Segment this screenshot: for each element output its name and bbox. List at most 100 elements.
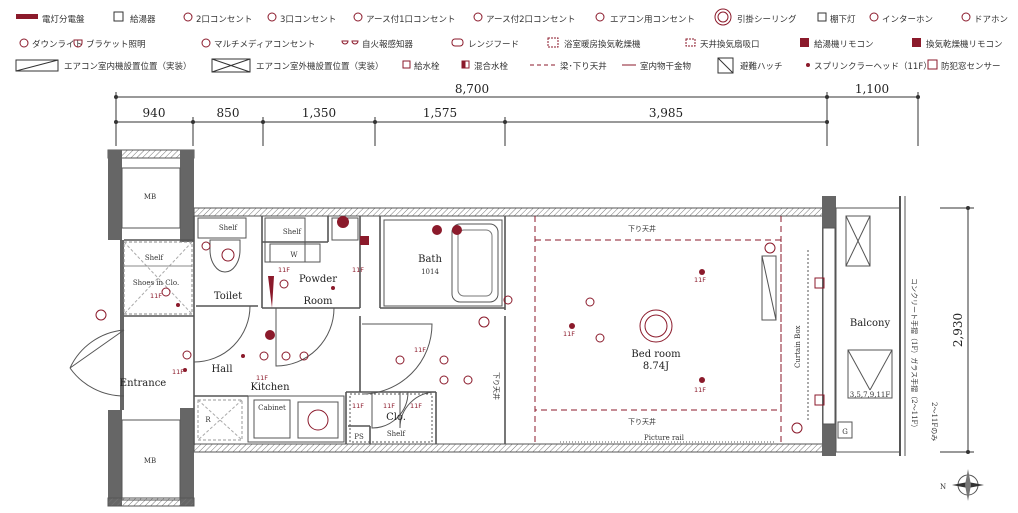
legend-row-1: 電灯分電盤 給湯器 2口コンセント 3口コンセント アース付1口コンセント アー… — [16, 8, 1008, 26]
earth-outlet-2-icon — [473, 12, 483, 22]
doorphone-icon — [95, 309, 107, 321]
downlight-icon — [19, 38, 29, 48]
floor-note: 11F — [383, 402, 395, 410]
floor-note: 11F — [410, 402, 422, 410]
wall-hatch-top — [193, 207, 827, 217]
dim-dot — [114, 120, 118, 124]
balcony-note: コンクリート手摺（1F）ガラス手摺（2〜11F） — [910, 278, 919, 431]
dim-dot — [503, 120, 507, 124]
escape-hatch — [847, 349, 893, 399]
heater-remote-icon — [800, 38, 809, 47]
closet-cross — [123, 241, 193, 315]
downlight-icon — [439, 375, 449, 385]
dropped-ceiling-label: 下り天井 — [628, 417, 656, 426]
legend-item: 給湯器 — [130, 14, 156, 25]
mb-box-top — [121, 167, 181, 229]
legend-item: ブラケット照明 — [86, 39, 146, 50]
outlet-icon — [432, 225, 442, 235]
intercom-icon — [478, 316, 490, 328]
downlight-icon — [279, 279, 289, 289]
dim-dot — [114, 95, 118, 99]
closet-door — [371, 391, 409, 429]
ceiling-hook-icon — [714, 8, 732, 26]
bath-dryer-icon — [547, 37, 559, 48]
downlight-icon — [439, 355, 449, 365]
toilet-door — [193, 305, 251, 363]
multimedia-outlet-icon — [201, 38, 211, 48]
downlight-icon — [259, 351, 269, 361]
dropped-ceiling-label: 下り天井 — [628, 224, 656, 233]
dim-total: 8,700 — [455, 82, 489, 96]
closet-door — [399, 391, 437, 429]
wall-hatch-bottom — [193, 443, 827, 453]
wall-solid — [180, 150, 194, 242]
curtain-box-label: Curtain Box — [794, 325, 802, 368]
window-sensor-icon — [927, 59, 938, 70]
legend-item: エアコン室外機設置位置（実装） — [256, 61, 384, 72]
bedroom-label: Bed room — [631, 349, 681, 360]
mb-box-bottom — [121, 419, 181, 501]
shoes-closet — [123, 241, 193, 315]
dropped-ceiling-vertical: 下り天井 — [492, 372, 501, 400]
legend-item: ドアホン — [974, 15, 1008, 25]
powder-shelf-label: Shelf — [283, 228, 303, 236]
kitchen-counter — [247, 395, 345, 443]
kitchen-label: Kitchen — [250, 382, 290, 393]
dropped-ceiling-outline — [534, 239, 782, 411]
g-box — [837, 421, 853, 439]
window-sensor-icon — [814, 394, 825, 406]
dim-dot — [916, 95, 920, 99]
dim-dot — [966, 450, 970, 454]
legend-item: 室内物干金物 — [640, 61, 692, 72]
range-hood-icon — [451, 38, 464, 47]
bathtub-inner — [457, 229, 493, 297]
compass-north: N — [940, 483, 946, 491]
floor-note: 11F — [256, 374, 268, 382]
dim-dot — [261, 120, 265, 124]
range-hood — [307, 409, 329, 431]
ceiling-hook-icon — [639, 309, 673, 343]
aircon-outdoor-icon-line2 — [211, 58, 251, 73]
dim-segment: 850 — [217, 106, 240, 120]
legend-item: 換気乾燥機リモコン — [926, 39, 1003, 50]
sprinkler-icon — [241, 354, 245, 358]
escape-hatch-line — [847, 349, 871, 391]
legend-item: 自火報感知器 — [362, 39, 414, 50]
intercom-icon — [869, 12, 879, 22]
hall-label: Hall — [211, 364, 232, 375]
dryer-remote-icon — [912, 38, 921, 47]
legend-item: 2口コンセント — [196, 15, 252, 25]
bath-size: 1014 — [421, 268, 439, 276]
outlet-icon — [503, 295, 513, 305]
stove — [297, 401, 339, 439]
aircon-indoor-icon — [15, 59, 59, 72]
doors — [69, 305, 506, 429]
legend-item: エアコン用コンセント — [610, 15, 695, 25]
sprinkler-icon — [331, 286, 335, 290]
toilet-shelf-label: Shelf — [219, 224, 239, 232]
wall-solid — [108, 150, 122, 240]
interior-walls — [124, 216, 506, 444]
mb-label: MB — [144, 457, 156, 465]
dimensions — [115, 92, 974, 453]
legend-item: スプリンクラーヘッド（11F） — [814, 61, 932, 72]
outlet-3-icon — [267, 12, 277, 22]
closet-cross — [123, 241, 193, 315]
g-label: G — [842, 428, 848, 436]
window-sensor-icon — [814, 277, 825, 289]
equipment-markers: 11F 11F 11F 11F 11F 11F 11F 11F 11F 11F … — [95, 216, 825, 434]
legend-row-2: ダウンライト ブラケット照明 マルチメディアコンセント 自火報感知器 レンジフー… — [19, 37, 1003, 50]
wall-hatch — [107, 497, 195, 507]
cabinet — [253, 399, 291, 439]
multimedia-outlet-icon — [791, 422, 803, 434]
bathtub — [451, 223, 499, 303]
doorphone-icon — [961, 12, 971, 22]
aircon-outlet-icon — [595, 12, 605, 22]
closet — [349, 393, 433, 443]
legend-item: エアコン室内機設置位置（実装） — [64, 61, 192, 72]
downlight-icon — [281, 351, 291, 361]
downlight-icon — [221, 248, 235, 262]
legend-item: 電灯分電盤 — [42, 14, 85, 25]
bath-label: Bath — [418, 254, 442, 265]
ps-label: PS — [354, 433, 364, 441]
